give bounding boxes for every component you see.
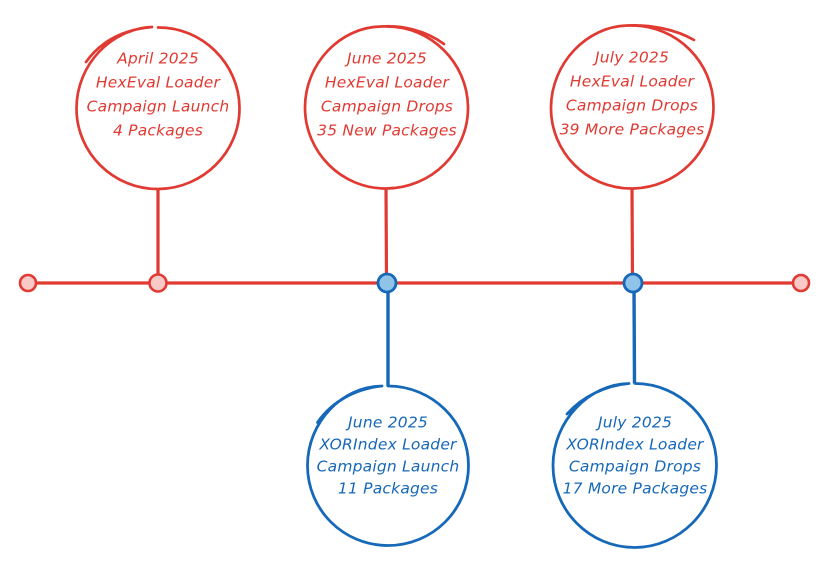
timeline-node-june-2025[interactable] [376, 272, 398, 294]
bubble-line-action: Campaign Drops [569, 458, 701, 476]
timeline-end-dot [791, 273, 811, 293]
bubble-line-packages: 11 Packages [338, 480, 438, 498]
bubble-line-date: July 2025 [592, 49, 669, 67]
bubble-outline-july-2025-xorindex [551, 382, 718, 549]
bubble-line-action: Campaign Launch [317, 458, 460, 476]
bubble-outline-july-2025-hexeval [549, 24, 715, 190]
bubble-line-action: Campaign Drops [321, 98, 453, 116]
bubble-line-packages: 17 More Packages [563, 480, 708, 498]
bubble-line-date: June 2025 [344, 50, 427, 68]
timeline-axis [18, 273, 811, 293]
event-bubble-april-2025-hexeval[interactable]: April 2025 HexEval Loader Campaign Launc… [75, 25, 241, 191]
bubble-line-loader: XORIndex Loader [565, 436, 705, 454]
event-bubble-june-2025-xorindex[interactable]: June 2025 XORIndex Loader Campaign Launc… [306, 384, 470, 547]
event-bubble-july-2025-xorindex[interactable]: July 2025 XORIndex Loader Campaign Drops… [551, 382, 718, 549]
bubble-outline-april-2025-hexeval [75, 25, 241, 191]
bubble-line-loader: HexEval Loader [570, 73, 696, 91]
stem-july-2025-hexeval [630, 187, 635, 282]
timeline-start-dot [18, 273, 38, 293]
bubble-line-loader: HexEval Loader [96, 74, 222, 92]
stem-july-2025-xorindex [632, 285, 637, 386]
stem-june-2025-hexeval [384, 187, 389, 282]
bubble-line-loader: HexEval Loader [325, 74, 451, 92]
bubble-outline-june-2025-xorindex [306, 384, 470, 547]
bubble-line-date: June 2025 [345, 414, 428, 432]
event-bubble-july-2025-hexeval[interactable]: July 2025 HexEval Loader Campaign Drops … [549, 24, 715, 190]
bubble-line-packages: 39 More Packages [560, 121, 705, 139]
bubble-outline-june-2025-hexeval [303, 24, 470, 190]
bubble-line-action: Campaign Drops [566, 97, 698, 115]
timeline-node-july-2025[interactable] [622, 272, 644, 294]
bubble-line-packages: 4 Packages [113, 122, 203, 140]
bubble-line-date: July 2025 [595, 414, 672, 432]
timeline-node-april-2025[interactable] [148, 273, 168, 293]
bubble-line-action: Campaign Launch [87, 98, 230, 116]
bubble-line-date: April 2025 [116, 50, 199, 68]
event-bubble-june-2025-hexeval[interactable]: June 2025 HexEval Loader Campaign Drops … [303, 24, 470, 190]
bubble-line-loader: XORIndex Loader [318, 436, 458, 454]
bubble-line-packages: 35 New Packages [317, 122, 457, 140]
